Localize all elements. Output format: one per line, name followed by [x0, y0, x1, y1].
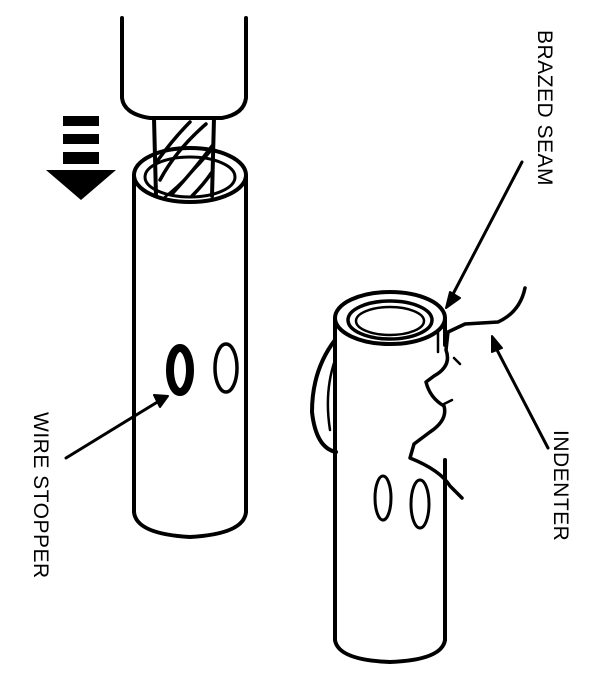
- wire-stopper-hole: [166, 344, 194, 396]
- down-arrow-icon: [46, 116, 116, 200]
- left-terminal-barrel: [132, 146, 248, 539]
- left-terminal-assembly: [64, 16, 248, 539]
- right-terminal-assembly: [310, 160, 550, 664]
- left-inspection-holes: [166, 342, 239, 396]
- indenter-label: INDENTER: [549, 430, 572, 541]
- wire-stopper-leader: [64, 394, 169, 460]
- indenter-jaw: [408, 286, 527, 500]
- crimp-flap: [310, 338, 338, 454]
- indenter-leader: [491, 335, 550, 450]
- wire-stopper-label: WIRE STOPPER: [29, 412, 52, 579]
- right-inspection-holes: [373, 474, 431, 530]
- wire-insulation: [120, 16, 248, 120]
- brazed-seam-leader: [445, 160, 524, 309]
- right-terminal-barrel: [333, 290, 447, 664]
- brazed-seam-label: BRAZED SEAM: [533, 30, 556, 186]
